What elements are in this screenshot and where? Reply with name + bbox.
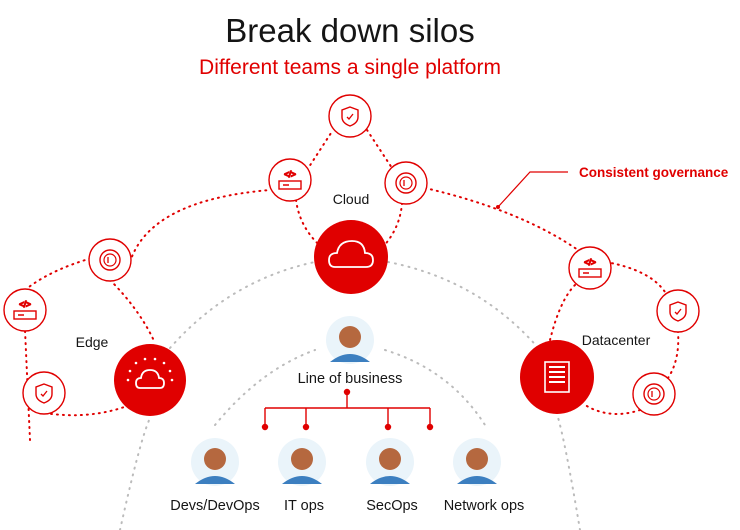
cloud-label: Cloud <box>332 191 370 207</box>
line-of-business-label: Line of business <box>297 371 403 387</box>
avatar-line-of-business <box>326 316 374 364</box>
datacenter-label: Datacenter <box>581 332 651 348</box>
team-label-network-ops: Network ops <box>443 498 525 514</box>
globe-icon <box>384 161 428 205</box>
code-server-icon <box>3 288 47 332</box>
avatar-network-ops <box>453 438 501 486</box>
team-label-it-ops: IT ops <box>283 498 325 514</box>
tree-connector <box>261 388 434 431</box>
team-label-secops: SecOps <box>366 498 418 514</box>
code-server-icon <box>568 246 612 290</box>
governance-pointer-line <box>497 171 568 208</box>
edge-label: Edge <box>75 334 109 350</box>
shield-icon <box>22 371 66 415</box>
cloud-hub-icon <box>314 220 388 294</box>
page-title: Break down silos <box>225 12 475 49</box>
code-server-icon <box>268 158 312 202</box>
team-label-devs: Devs/DevOps <box>170 498 260 514</box>
page-subtitle: Different teams a single platform <box>199 56 501 79</box>
gray-dotted-arcs <box>119 261 581 530</box>
edge-cloud-hub-icon <box>114 344 186 416</box>
avatar-secops <box>366 438 414 486</box>
avatar-devs-devops <box>191 438 239 486</box>
governance-label: Consistent governance <box>579 165 729 180</box>
globe-icon <box>88 238 132 282</box>
shield-icon <box>656 289 700 333</box>
datacenter-hub-icon <box>520 340 594 414</box>
globe-icon <box>632 372 676 416</box>
avatar-it-ops <box>278 438 326 486</box>
shield-icon <box>328 94 372 138</box>
